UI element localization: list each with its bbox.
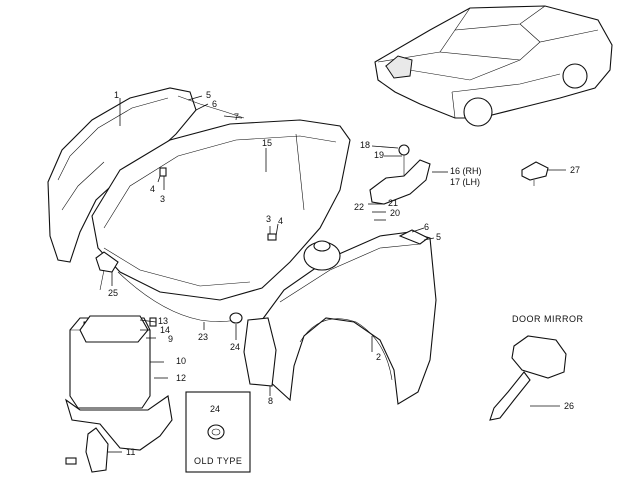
hood-bolts [159, 167, 277, 241]
old-type-caption: OLD TYPE [194, 456, 242, 466]
callout-7: 7 [234, 112, 239, 122]
callout-24: 24 [230, 342, 240, 352]
door-mirror-caption: DOOR MIRROR [512, 314, 584, 324]
callout-12: 12 [176, 373, 186, 383]
front-fender [257, 231, 437, 405]
callout-14: 14 [160, 325, 170, 335]
hood-release-cable [117, 271, 241, 322]
car-overview-illustration [374, 5, 613, 127]
callout-10: 10 [176, 356, 186, 366]
callout-17: 17 (LH) [450, 177, 480, 187]
callout-4: 4 [150, 184, 155, 194]
hood-hinge [369, 144, 431, 205]
callout-4b: 4 [278, 216, 283, 226]
hood-bumper-rubber [521, 161, 549, 186]
hood-lock [95, 251, 119, 291]
callout-23: 23 [198, 332, 208, 342]
callout-5b: 5 [436, 232, 441, 242]
door-mirror [489, 335, 567, 421]
support-bracket [65, 427, 109, 473]
callout-3: 3 [160, 194, 165, 204]
callout-27: 27 [570, 165, 580, 175]
hood-panel [91, 119, 351, 301]
callout-8: 8 [268, 396, 273, 406]
callout-5: 5 [206, 90, 211, 100]
callout-15: 15 [262, 138, 272, 148]
callout-3b: 3 [266, 214, 271, 224]
old-type-inset [185, 391, 251, 473]
callout-24b: 24 [210, 404, 220, 414]
callout-11: 11 [126, 447, 135, 457]
fender-mudguard [243, 317, 277, 387]
callout-6: 6 [212, 99, 217, 109]
callout-numbers: 1 5 6 7 15 4 3 3 4 18 19 16 (RH) 17 (LH)… [108, 90, 580, 457]
callout-25: 25 [108, 288, 118, 298]
callout-2: 2 [376, 352, 381, 362]
fender-seal [398, 229, 430, 245]
callout-22: 22 [354, 202, 364, 212]
callout-13: 13 [158, 316, 168, 326]
callout-19: 19 [374, 150, 384, 160]
callout-9: 9 [168, 334, 173, 344]
grommet [229, 312, 243, 324]
callout-21: 21 [388, 198, 398, 208]
callout-6b: 6 [424, 222, 429, 232]
callout-16: 16 (RH) [450, 166, 482, 176]
washer-reservoir [303, 240, 341, 271]
battery-tray [65, 395, 173, 451]
callout-1: 1 [114, 90, 119, 100]
callout-18: 18 [360, 140, 370, 150]
leader-lines [108, 95, 566, 453]
callout-20: 20 [390, 208, 400, 218]
callout-26: 26 [564, 401, 574, 411]
